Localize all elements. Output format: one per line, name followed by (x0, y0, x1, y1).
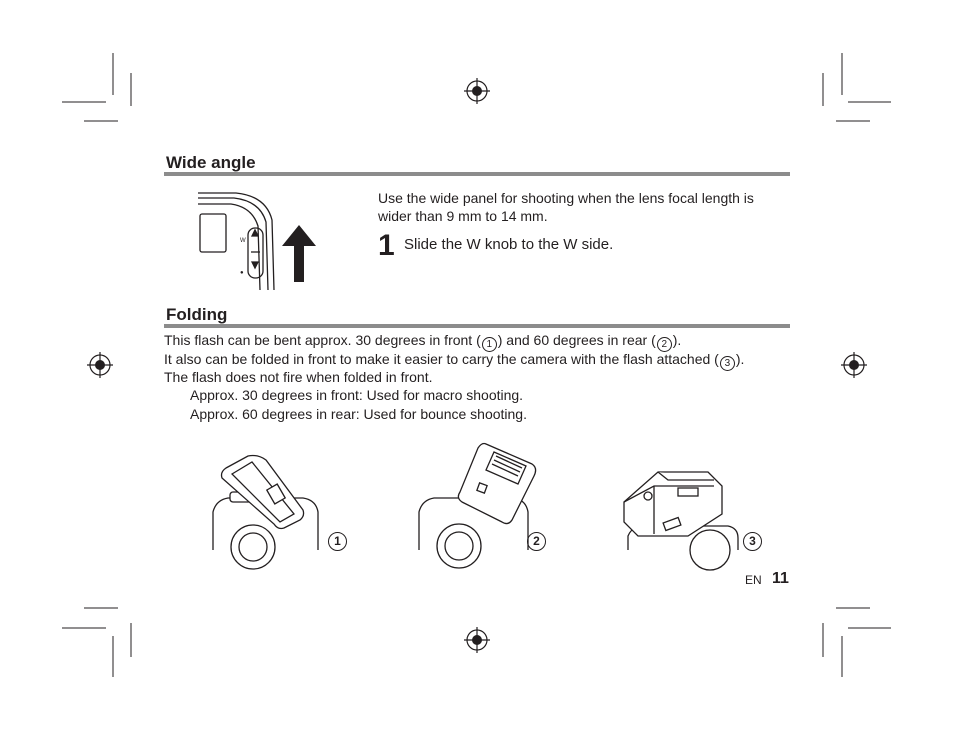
wide-panel-illustration: W ● (198, 192, 316, 291)
svg-text:W: W (240, 238, 246, 244)
wide-angle-title: Wide angle (166, 153, 256, 172)
registration-mark-top (464, 78, 490, 104)
wide-angle-description: Use the wide panel for shooting when the… (378, 190, 754, 224)
figure-flash-front-illustration (212, 454, 319, 570)
folding-bullet-2: Approx. 60 degrees in rear: Used for bou… (190, 406, 527, 422)
step-number: 1 (378, 229, 395, 262)
step-text: Slide the W knob to the W side. (404, 236, 614, 253)
footer-language: EN (745, 573, 762, 587)
page-number: 11 (772, 570, 789, 587)
figure-marker-3: 3 (743, 532, 762, 551)
marker-2-inline: 2 (656, 337, 672, 352)
wide-angle-rule (164, 172, 790, 176)
folding-line-1-b: ) and 60 degrees in rear ( (497, 332, 656, 348)
folding-line-1-c: ). (672, 332, 682, 348)
marker-1-inline: 1 (481, 337, 497, 352)
figure-marker-2: 2 (527, 532, 546, 551)
marker-3-inline: 3 (719, 356, 735, 371)
folding-title: Folding (166, 305, 228, 324)
figure-marker-1: 1 (328, 532, 347, 551)
folding-line-1: This flash can be bent approx. 30 degree… (164, 331, 681, 352)
folding-rule (164, 324, 790, 328)
figure-flash-rear-illustration (418, 442, 537, 569)
folding-line-2: It also can be folded in front to make i… (164, 350, 744, 371)
folding-line-3: The flash does not fire when folded in f… (164, 369, 433, 385)
registration-mark-right (841, 352, 867, 378)
folding-line-2-b: ). (735, 351, 745, 367)
registration-mark-left (87, 352, 113, 378)
figure-flash-folded-illustration (623, 471, 739, 571)
folding-line-2-a: It also can be folded in front to make i… (164, 351, 719, 367)
folding-line-1-a: This flash can be bent approx. 30 degree… (164, 332, 481, 348)
svg-text:●: ● (240, 270, 244, 276)
registration-mark-bottom (464, 627, 490, 653)
folding-bullet-1: Approx. 30 degrees in front: Used for ma… (190, 387, 524, 403)
